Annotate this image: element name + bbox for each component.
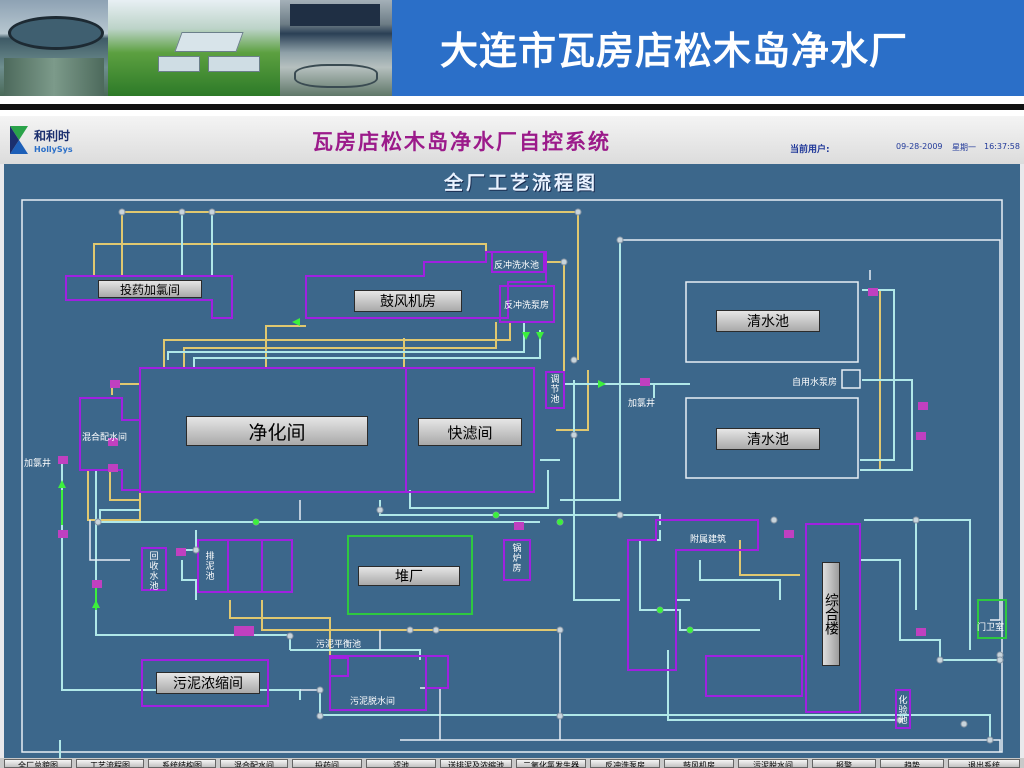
nav-filter[interactable]: 滤池: [366, 759, 436, 768]
sludge-thickening-button[interactable]: 污泥浓缩间: [156, 672, 260, 694]
yard-button[interactable]: 堆厂: [358, 566, 460, 586]
quick-filter-room-button[interactable]: 快滤间: [418, 418, 522, 446]
valves: [58, 288, 928, 636]
bottom-nav-bar: [0, 758, 1024, 768]
nav-exit[interactable]: 退出系统: [948, 759, 1020, 768]
lab-label: 化验池: [898, 696, 908, 726]
nav-sludge-dewater[interactable]: 污泥脱水间: [738, 759, 808, 768]
diagram-title: 全厂工艺流程图: [444, 172, 599, 194]
logo-text: 和利时: [33, 128, 70, 143]
photo-filter-tanks: [280, 0, 392, 96]
backwash-pump-label: 反冲洗泵房: [504, 301, 550, 311]
date-readout: 09-28-2009: [896, 142, 943, 151]
banner-divider-dark: [0, 104, 1024, 110]
status-lamps: [253, 512, 693, 633]
scada-header: [0, 116, 1024, 164]
clear-water-pool-2-button[interactable]: 清水池: [716, 428, 820, 450]
hollysys-logo-icon: 和利时 HollySys: [10, 126, 73, 154]
weekday-readout: 星期一: [952, 143, 976, 152]
guard-room-label: 门卫室: [977, 623, 1005, 633]
flow-arrows: [58, 318, 606, 608]
nav-overview[interactable]: 全厂总貌图: [4, 759, 72, 768]
drain-pool-label: 排泥池: [205, 552, 215, 582]
purification-room-button[interactable]: 净化间: [186, 416, 368, 446]
aux-building-label: 附属建筑: [690, 535, 727, 545]
complex-building-button[interactable]: 综合楼: [822, 562, 840, 666]
sludge-dewater-label: 污泥脱水间: [350, 697, 396, 707]
dosing-room-button[interactable]: 投药加氯间: [98, 280, 202, 298]
sludge-balance-label: 污泥平衡池: [316, 640, 362, 650]
company-logo: 和利时 HollySys: [8, 122, 98, 158]
system-title: 瓦房店松木岛净水厂自控系统: [312, 129, 611, 154]
guard-room-outline: [977, 599, 1007, 639]
building-outlines: [65, 251, 911, 729]
diagram-frame: [21, 199, 1003, 753]
yard-outline: [347, 535, 473, 615]
banner-title: 大连市瓦房店松木岛净水厂: [440, 29, 909, 73]
mixing-room-label: 混合配水间: [82, 433, 128, 443]
photo-plant-rendering: [108, 0, 280, 96]
nav-mixing-room[interactable]: 混合配水间: [220, 759, 288, 768]
time-readout: 16:37:58: [984, 142, 1020, 151]
nav-sludge-thickening[interactable]: 送排泥及浓缩池: [440, 759, 512, 768]
boiler-room-label: 锅炉房: [512, 544, 522, 574]
chlorine-well-right-label: 加氯井: [628, 399, 656, 409]
nav-backwash-pump[interactable]: 反冲洗泵房: [590, 759, 660, 768]
blower-room-button[interactable]: 鼓风机房: [354, 290, 462, 312]
logo-subtext: HollySys: [34, 145, 73, 154]
clear-water-pool-1-button[interactable]: 清水池: [716, 310, 820, 332]
nav-system-structure[interactable]: 系统结构图: [148, 759, 216, 768]
current-user-label: 当前用户:: [790, 145, 830, 155]
chlorine-well-left-label: 加氯井: [24, 459, 52, 469]
photo-clarifier: [0, 0, 108, 96]
backwash-tank-label: 反冲洗水池: [494, 261, 540, 271]
clear-water-pools: [685, 281, 861, 479]
nav-blower-room[interactable]: 鼓风机房: [664, 759, 734, 768]
white-pipes: [89, 239, 1001, 752]
green-flow-lines: [61, 490, 97, 610]
nav-trend[interactable]: 趋势: [880, 759, 944, 768]
regulating-pool-label: 调节池: [550, 375, 560, 405]
pump-house-label: 自用水泵房: [792, 378, 838, 388]
nav-process-flow[interactable]: 工艺流程图: [76, 759, 144, 768]
title-banner: 大连市瓦房店松木岛净水厂: [0, 0, 1024, 96]
recovery-pool-label: 回收水池: [149, 552, 159, 592]
nav-alarm[interactable]: 报警: [812, 759, 876, 768]
nav-chlorine-dioxide[interactable]: 二氧化氯发生器: [516, 759, 586, 768]
nav-dosing-room[interactable]: 投药间: [292, 759, 362, 768]
banner-divider-light: [0, 96, 1024, 104]
